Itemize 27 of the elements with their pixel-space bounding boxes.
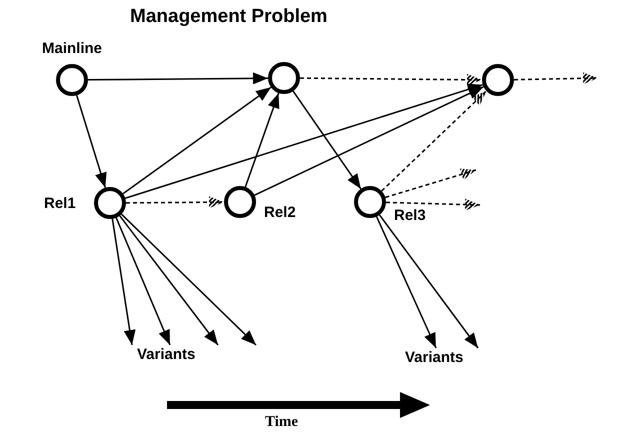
node-label: Variants xyxy=(137,346,196,364)
arrow xyxy=(116,217,171,346)
arrow xyxy=(300,74,482,86)
arrow xyxy=(76,95,107,188)
arrow xyxy=(254,86,484,196)
arrow xyxy=(385,168,476,198)
arrow xyxy=(381,90,487,192)
arrow xyxy=(120,214,257,346)
arrow xyxy=(244,92,280,188)
arrow xyxy=(125,84,483,199)
arrow xyxy=(119,215,219,346)
node-label: Rel3 xyxy=(394,207,426,225)
node-label: Rel1 xyxy=(44,195,76,213)
arrow xyxy=(514,72,598,84)
arrow xyxy=(126,196,224,208)
arrow xyxy=(386,198,480,211)
node-label: Mainline xyxy=(42,40,102,58)
node-label: Variants xyxy=(405,349,464,367)
arrow xyxy=(122,86,272,194)
arrow xyxy=(378,214,479,348)
arrow xyxy=(112,218,136,346)
arrow xyxy=(88,72,268,84)
arrow xyxy=(376,216,437,348)
arrow xyxy=(292,90,362,190)
axis-label: Time xyxy=(265,413,298,431)
title: Management Problem xyxy=(130,6,328,28)
node-label: Rel2 xyxy=(264,204,296,222)
